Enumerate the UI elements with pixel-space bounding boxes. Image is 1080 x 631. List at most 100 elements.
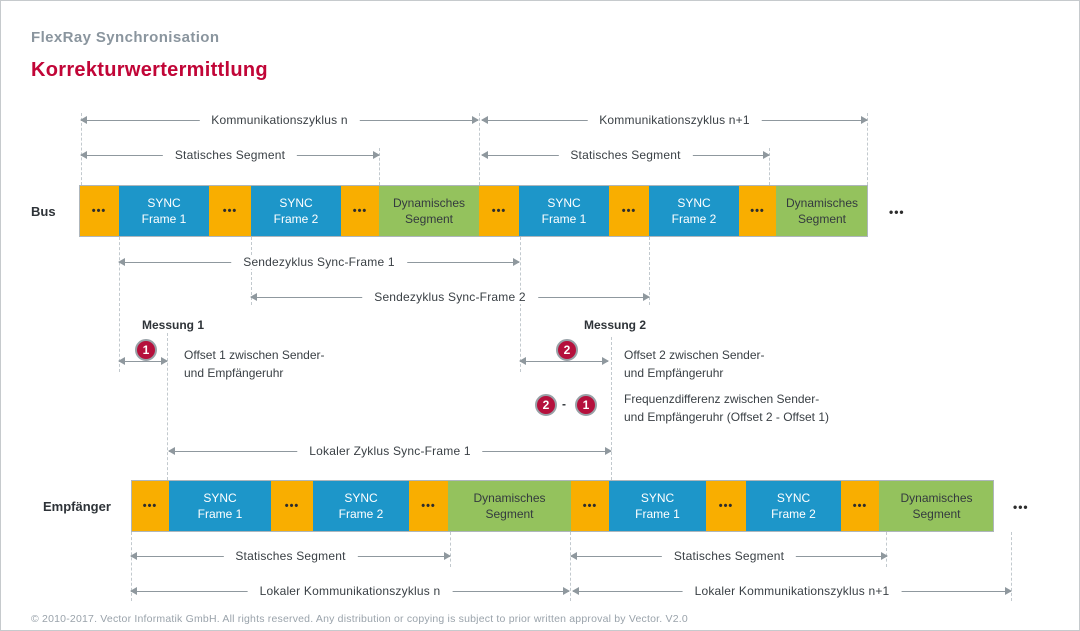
- block-label: SYNC: [279, 196, 313, 210]
- arrow-label: Lokaler Zyklus Sync-Frame 1: [297, 444, 483, 459]
- offset-measure-arrow: [519, 357, 609, 366]
- arrowhead-left-icon: [250, 293, 257, 302]
- block-label: Segment: [404, 212, 454, 226]
- block-label: Frame 2: [338, 507, 384, 521]
- arrowhead-right-icon: [643, 293, 650, 302]
- arrowhead-left-icon: [570, 552, 577, 561]
- block-label: •••: [222, 205, 238, 217]
- dashed-guide-line: [886, 532, 887, 567]
- span-arrow: Kommunikationszyklus n: [80, 113, 479, 128]
- frames-gap-block: •••: [79, 185, 119, 237]
- arrow-label: Kommunikationszyklus n: [199, 113, 360, 128]
- block-label: •••: [852, 500, 868, 512]
- block-label: SYNC: [547, 196, 581, 210]
- annotation-text: und Empfängeruhr (Offset 2 - Offset 1): [624, 410, 829, 424]
- arrowhead-right-icon: [861, 116, 868, 125]
- dashed-guide-line: [167, 333, 168, 480]
- block-label: Dynamisches: [473, 491, 546, 505]
- arrow-label: Sendezyklus Sync-Frame 1: [231, 255, 407, 270]
- sync-frame-block: SYNC Frame 2: [251, 185, 341, 237]
- arrowhead-right-icon: [513, 258, 520, 267]
- arrow-label: Kommunikationszyklus n+1: [587, 113, 762, 128]
- arrowhead-right-icon: [1005, 587, 1012, 596]
- sync-frame-block: SYNC Frame 2: [746, 480, 841, 532]
- span-arrow: Statisches Segment: [130, 549, 451, 564]
- arrowhead-left-icon: [130, 587, 137, 596]
- empfaenger-row-label: Empfänger: [43, 499, 111, 514]
- arrowhead-left-icon: [118, 258, 125, 267]
- block-label: Frame 1: [197, 507, 243, 521]
- dashed-guide-line: [450, 532, 451, 567]
- arrow-label: Statisches Segment: [661, 549, 797, 564]
- block-label: SYNC: [776, 491, 811, 505]
- span-arrow: Statisches Segment: [570, 549, 888, 564]
- arrowhead-right-icon: [563, 587, 570, 596]
- arrowhead-left-icon: [519, 357, 526, 366]
- frames-gap-block: •••: [841, 480, 879, 532]
- block-label: •••: [750, 205, 765, 217]
- block-label: Frame 1: [541, 212, 587, 226]
- span-arrow: Lokaler Kommunikationszyklus n+1: [572, 584, 1012, 599]
- offset-measure-arrow: [118, 357, 168, 366]
- sync-frame-block: SYNC Frame 1: [519, 185, 609, 237]
- block-label: •••: [582, 500, 598, 512]
- sync-frame-block: SYNC Frame 1: [119, 185, 209, 237]
- arrow-label: Lokaler Kommunikationszyklus n: [247, 584, 453, 599]
- block-label: Dynamisches: [392, 196, 466, 210]
- arrow-label: Statisches Segment: [558, 148, 693, 163]
- dashed-guide-line: [131, 532, 132, 601]
- measurement-badge-2: 2: [535, 394, 557, 416]
- arrowhead-right-icon: [161, 357, 168, 366]
- frames-gap-block: •••: [409, 480, 448, 532]
- block-label: Frame 2: [771, 507, 816, 521]
- block-label: •••: [621, 205, 637, 217]
- span-arrow: Sendezyklus Sync-Frame 2: [250, 290, 650, 305]
- block-label: SYNC: [147, 196, 181, 210]
- dashed-guide-line: [1011, 532, 1012, 601]
- span-arrow: Statisches Segment: [80, 148, 380, 163]
- arrowhead-left-icon: [80, 116, 87, 125]
- measurement-badge-1: 1: [575, 394, 597, 416]
- annotation-text: Messung 1: [142, 318, 205, 332]
- annotation-text: Offset 1 zwischen Sender-: [184, 348, 325, 362]
- arrowhead-left-icon: [80, 151, 87, 160]
- arrowhead-right-icon: [763, 151, 770, 160]
- block-label: Dynamisches: [785, 196, 859, 210]
- arrowhead-left-icon: [168, 447, 175, 456]
- arrow-label: Sendezyklus Sync-Frame 2: [362, 290, 538, 305]
- arrow-label: Statisches Segment: [223, 549, 358, 564]
- block-label: Frame 1: [635, 507, 680, 521]
- arrowhead-left-icon: [130, 552, 137, 561]
- block-label: Frame 1: [141, 212, 187, 226]
- span-arrow: Lokaler Kommunikationszyklus n: [130, 584, 570, 599]
- span-arrow: Lokaler Zyklus Sync-Frame 1: [168, 444, 612, 459]
- arrowhead-left-icon: [481, 151, 488, 160]
- dashed-guide-line: [520, 237, 521, 372]
- span-arrow: Kommunikationszyklus n+1: [481, 113, 868, 128]
- block-label: Segment: [485, 507, 534, 521]
- dashed-guide-line: [379, 148, 380, 185]
- block-label: •••: [91, 205, 107, 217]
- arrowhead-right-icon: [881, 552, 888, 561]
- arrowhead-left-icon: [481, 116, 488, 125]
- dashed-guide-line: [570, 532, 571, 601]
- bus-continuation-ellipsis: •••: [889, 205, 905, 219]
- block-label: SYNC: [677, 196, 711, 210]
- block-label: •••: [142, 500, 158, 512]
- frames-gap-block: •••: [271, 480, 313, 532]
- annotation-text: und Empfängeruhr: [184, 366, 284, 380]
- measurement-badge-1: 1: [135, 339, 157, 361]
- frames-gap-block: •••: [341, 185, 379, 237]
- frames-gap-block: •••: [131, 480, 169, 532]
- arrowhead-right-icon: [444, 552, 451, 561]
- arrowhead-right-icon: [605, 447, 612, 456]
- copyright-text: © 2010-2017. Vector Informatik GmbH. All…: [31, 613, 688, 625]
- frames-gap-block: •••: [571, 480, 609, 532]
- block-label: Frame 2: [273, 212, 319, 226]
- arrowhead-left-icon: [118, 357, 125, 366]
